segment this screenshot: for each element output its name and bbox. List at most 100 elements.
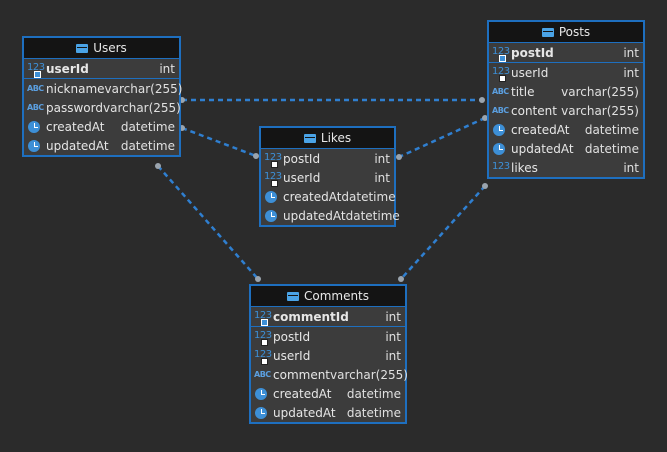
entity-title: Posts bbox=[558, 25, 591, 39]
relationship-line[interactable] bbox=[400, 185, 486, 280]
datetime-type-icon bbox=[27, 139, 43, 153]
string-type-icon bbox=[27, 82, 44, 96]
column-name: updatedAt bbox=[273, 405, 336, 420]
entity-comments[interactable]: Comments commentIdintpostIdintuserIdintc… bbox=[249, 284, 408, 424]
column-type: int bbox=[374, 170, 390, 185]
column-row-primary-key[interactable]: commentId int bbox=[251, 307, 405, 327]
numeric-type-icon bbox=[254, 330, 272, 346]
column-name: createdAt bbox=[273, 386, 332, 401]
column-type: varchar(255) bbox=[561, 84, 639, 99]
string-type-icon bbox=[254, 368, 271, 382]
column-name: postId bbox=[283, 151, 321, 166]
column-row[interactable]: createdAt datetime bbox=[489, 120, 643, 139]
column-name: userId bbox=[46, 61, 89, 76]
column-row[interactable]: postId int bbox=[261, 149, 394, 168]
column-name: password bbox=[46, 100, 103, 115]
datetime-type-icon bbox=[492, 123, 508, 137]
entity-header[interactable]: Likes bbox=[261, 128, 394, 149]
column-type: int bbox=[374, 151, 390, 166]
column-name: createdAt bbox=[46, 119, 105, 134]
column-name: comment bbox=[273, 367, 331, 382]
column-name: commentId bbox=[273, 309, 349, 324]
relationship-endpoint bbox=[479, 97, 485, 103]
relationship-endpoint bbox=[482, 115, 488, 121]
column-type: int bbox=[623, 45, 639, 60]
relationship-line[interactable] bbox=[398, 116, 486, 159]
column-row[interactable]: userId int bbox=[261, 168, 394, 187]
column-type: datetime bbox=[341, 189, 396, 204]
numeric-type-icon bbox=[264, 171, 282, 187]
table-icon bbox=[303, 133, 316, 143]
column-name: userId bbox=[511, 65, 549, 80]
relationship-endpoint bbox=[482, 183, 488, 189]
table-icon bbox=[541, 27, 554, 37]
foreign-key-icon bbox=[261, 338, 268, 346]
entity-header[interactable]: Users bbox=[24, 38, 179, 59]
column-name: content bbox=[511, 103, 557, 118]
numeric-type-icon bbox=[254, 349, 272, 365]
column-name: updatedAt bbox=[283, 208, 346, 223]
relationship-endpoint bbox=[255, 276, 261, 282]
relationship-line[interactable] bbox=[157, 165, 259, 280]
column-name: createdAt bbox=[511, 122, 570, 137]
foreign-key-icon bbox=[271, 160, 278, 168]
datetime-type-icon bbox=[254, 406, 270, 420]
column-name: updatedAt bbox=[46, 138, 109, 153]
column-type: datetime bbox=[584, 122, 639, 137]
column-type: int bbox=[623, 65, 639, 80]
entity-header[interactable]: Comments bbox=[251, 286, 405, 307]
primary-key-icon bbox=[34, 70, 41, 78]
datetime-type-icon bbox=[27, 120, 43, 134]
primary-key-icon bbox=[261, 318, 268, 326]
column-name: userId bbox=[283, 170, 321, 185]
numeric-type-icon bbox=[492, 161, 510, 175]
entity-header[interactable]: Posts bbox=[489, 22, 643, 43]
column-type: varchar(255) bbox=[102, 100, 181, 115]
numeric-type-icon bbox=[492, 66, 510, 82]
column-type: int bbox=[385, 309, 401, 324]
column-type: int bbox=[385, 329, 401, 344]
string-type-icon bbox=[492, 85, 509, 99]
column-list: commentIdintpostIdintuserIdintcommentvar… bbox=[251, 307, 408, 422]
relationship-endpoint bbox=[396, 154, 402, 160]
entity-users[interactable]: Users userIdintnicknamevarchar(255)passw… bbox=[22, 36, 182, 157]
datetime-type-icon bbox=[264, 190, 280, 204]
numeric-type-icon bbox=[492, 46, 510, 62]
relationship-line[interactable] bbox=[181, 126, 257, 158]
column-row[interactable]: userId int bbox=[489, 63, 643, 82]
column-type: varchar(255) bbox=[104, 81, 183, 96]
string-type-icon bbox=[27, 101, 44, 115]
column-name: likes bbox=[511, 160, 538, 175]
column-type: datetime bbox=[345, 208, 400, 223]
entity-title: Likes bbox=[320, 131, 352, 145]
table-icon bbox=[286, 291, 299, 301]
relationship-endpoint bbox=[398, 276, 404, 282]
entity-likes[interactable]: Likes postId int userId int createdAtdatetim… bbox=[259, 126, 400, 227]
column-type: datetime bbox=[584, 141, 639, 156]
column-list: userIdintnicknamevarchar(255)passwordvar… bbox=[24, 59, 182, 155]
column-list: postIdintuserIdinttitlevarchar(255)conte… bbox=[489, 43, 643, 177]
entity-title: Users bbox=[93, 41, 127, 55]
relationship-endpoint bbox=[253, 153, 259, 159]
foreign-key-icon bbox=[261, 357, 268, 365]
datetime-type-icon bbox=[264, 209, 280, 223]
